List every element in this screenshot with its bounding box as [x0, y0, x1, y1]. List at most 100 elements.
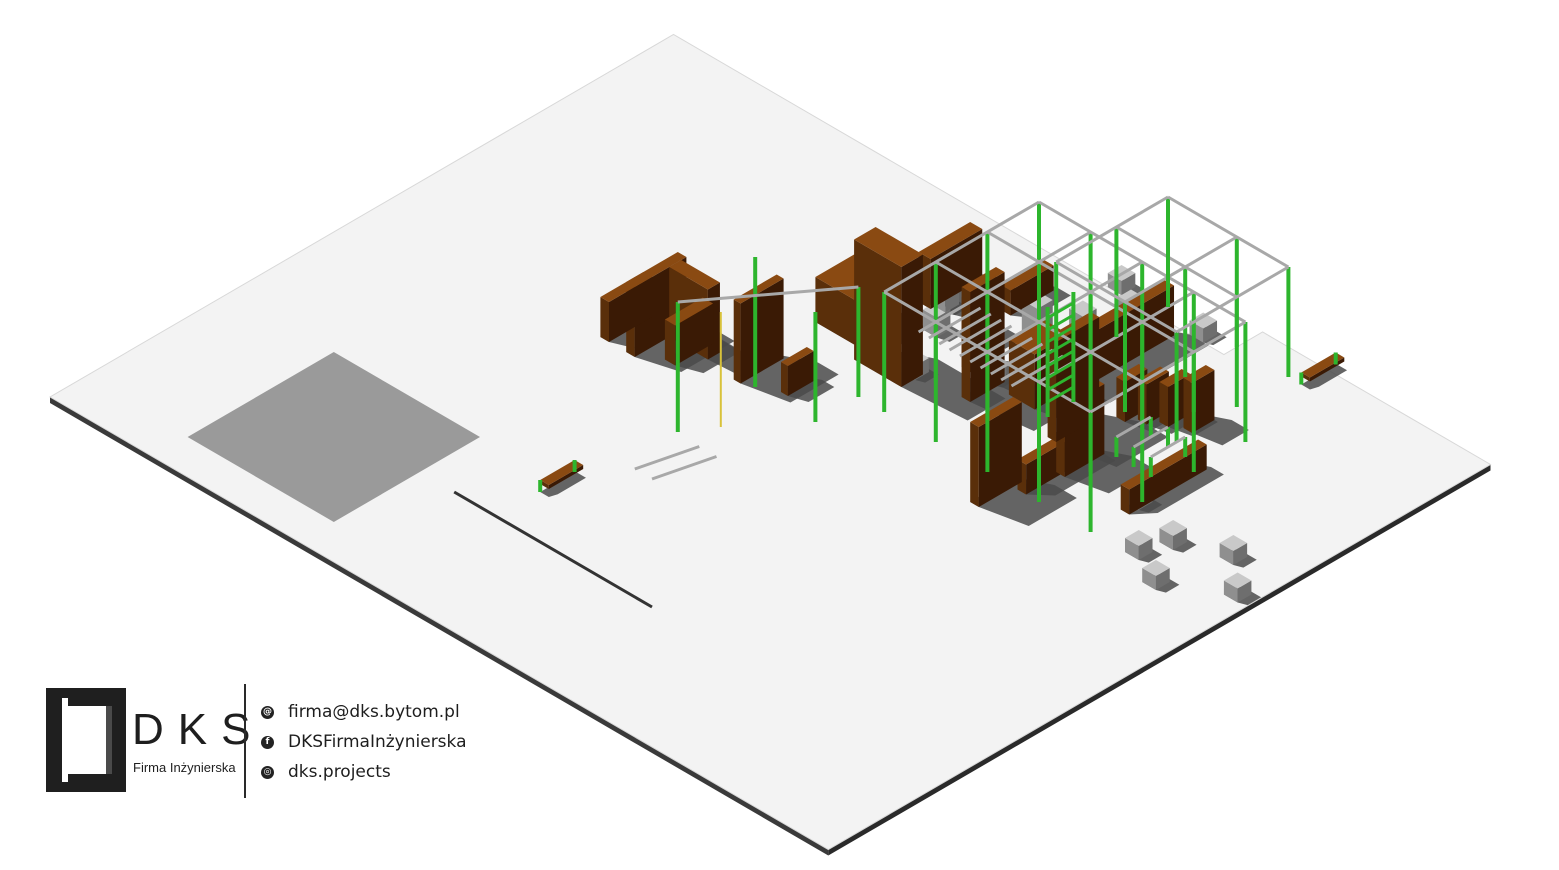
monkey-bar-2: [938, 312, 992, 346]
wood-wall-19-side-left: [1120, 484, 1130, 515]
monkey-bar-8: [1000, 348, 1054, 382]
grey-block-14-top: [1142, 560, 1170, 576]
grey-block-12-side-right: [1233, 543, 1248, 565]
rope-top-rail: [677, 285, 859, 304]
track-line: [453, 490, 653, 609]
ladder-rung-6: [1046, 313, 1075, 332]
wood-wall-17-top: [1183, 365, 1215, 383]
wood-wall-8: [781, 347, 814, 396]
wood-wall-8-shadow: [781, 377, 835, 402]
grey-block-8-side-right: [1121, 273, 1136, 295]
grey-block-13-top: [1125, 530, 1153, 546]
upper-rail-y-2: [1167, 195, 1290, 269]
wood-wall-20-side-left: [970, 422, 979, 507]
bench-right-seat-top: [1301, 352, 1345, 378]
grey-block-13: [1125, 530, 1153, 560]
grey-block-11-top: [1159, 520, 1187, 536]
wood-wall-5-top: [918, 222, 983, 259]
grey-block-14-side-right: [1155, 568, 1170, 590]
wood-wall-9-side-left: [854, 239, 902, 387]
wood-wall-16-side-left: [1159, 382, 1168, 427]
monkey-bar-3: [948, 318, 1002, 352]
grey-block-13-side-right: [1138, 538, 1153, 560]
pbar-rail-2: [1150, 435, 1186, 459]
pbar-rail-0: [1115, 415, 1152, 439]
wood-wall-7-side-right: [740, 278, 784, 384]
rig-rail-y-1: [935, 260, 1143, 384]
ladder-rung-1: [1046, 373, 1075, 392]
monkey-bar-5: [969, 330, 1023, 364]
upper-rail-y-1: [1115, 225, 1238, 299]
concrete-pad: [187, 352, 480, 522]
grey-block-14-side-left: [1142, 568, 1156, 590]
wood-wall-17: [1183, 365, 1215, 433]
upper-rail-x-1: [1124, 235, 1238, 304]
grey-block-11: [1159, 520, 1187, 550]
grey-block-15-side-left: [1223, 580, 1238, 603]
grey-block-12-top: [1219, 535, 1248, 551]
grey-block-12-side-left: [1219, 543, 1234, 565]
wood-wall-7-side-left: [733, 299, 741, 384]
ladder-rung-4: [1046, 337, 1075, 356]
wood-wall-12-side-left: [1008, 339, 1035, 410]
ground-slab: [49, 33, 1492, 856]
grey-block-11-side-right: [1173, 528, 1187, 550]
rig-rail-y-3: [1038, 200, 1247, 324]
grey-block-15-top: [1223, 572, 1252, 589]
hurdle-1: [651, 455, 717, 481]
grey-block-13-side-left: [1125, 538, 1139, 560]
upper-rail-x-2: [1175, 265, 1290, 334]
wood-wall-8-side-right: [787, 351, 814, 396]
grey-block-14: [1142, 560, 1170, 590]
pbar-rail-1: [1132, 425, 1169, 449]
wood-wall-8-top: [781, 347, 814, 366]
wood-wall-2-side-right: [609, 277, 652, 342]
bench-left-seat-top: [540, 460, 584, 485]
rig-rail-x-4: [1089, 320, 1247, 414]
grey-block-9-top: [1189, 312, 1218, 329]
bench-left-seat-side-left: [540, 480, 549, 489]
grey-block-15-side-right: [1237, 580, 1252, 603]
rig-rail-x-0: [883, 200, 1040, 294]
wood-wall-14-side-left: [1116, 377, 1125, 422]
monkey-bar-6: [979, 336, 1033, 370]
wood-wall-1-top: [669, 260, 720, 290]
bench-right-seat-shadow: [1301, 364, 1348, 390]
rig-rail-y-2: [986, 230, 1195, 354]
wood-wall-11-top: [961, 267, 1005, 292]
slab-edge-left: [50, 397, 829, 856]
upper-rail-x-0: [1055, 195, 1169, 264]
upper-rail-y-0: [1055, 260, 1178, 334]
wood-wall-20-side-right: [978, 402, 1022, 507]
steel-frames: [538, 195, 1338, 532]
grey-block-12: [1219, 535, 1248, 565]
bench-left-seat-shadow: [540, 472, 586, 497]
grey-block-9-side-right: [1203, 320, 1218, 343]
wood-wall-2-side-left: [600, 297, 609, 342]
wood-wall-3-side-left: [664, 319, 676, 366]
hurdle-0: [634, 445, 700, 471]
wood-wall-9-top: [854, 227, 923, 267]
wood-wall-3-side-right: [675, 303, 714, 366]
bench-right-seat-side-left: [1301, 372, 1310, 382]
ladder-rung-5: [1046, 325, 1075, 344]
wood-wall-9: [854, 227, 923, 387]
wood-wall-6-side-right: [1010, 265, 1054, 316]
grey-block-5-side-right: [945, 290, 960, 313]
wood-wall-8-side-left: [781, 362, 788, 396]
ladder-rung-2: [1046, 361, 1075, 380]
wood-wall-2-top: [600, 272, 652, 302]
wood-wall-17-side-left: [1183, 378, 1193, 433]
wood-wall-17-side-right: [1192, 370, 1215, 433]
ladder-rung-7: [1046, 301, 1075, 320]
monkey-bar-1: [928, 306, 982, 340]
ladder-rung-3: [1046, 349, 1075, 368]
wood-wall-2: [600, 272, 652, 342]
wood-wall-19-side-right: [1129, 444, 1207, 515]
monkey-bar-7: [990, 342, 1044, 376]
monkey-bar-0: [917, 300, 971, 334]
slab-top: [49, 33, 1492, 851]
grey-block-11-side-left: [1159, 528, 1174, 550]
ladder-rung-0: [1046, 385, 1075, 404]
